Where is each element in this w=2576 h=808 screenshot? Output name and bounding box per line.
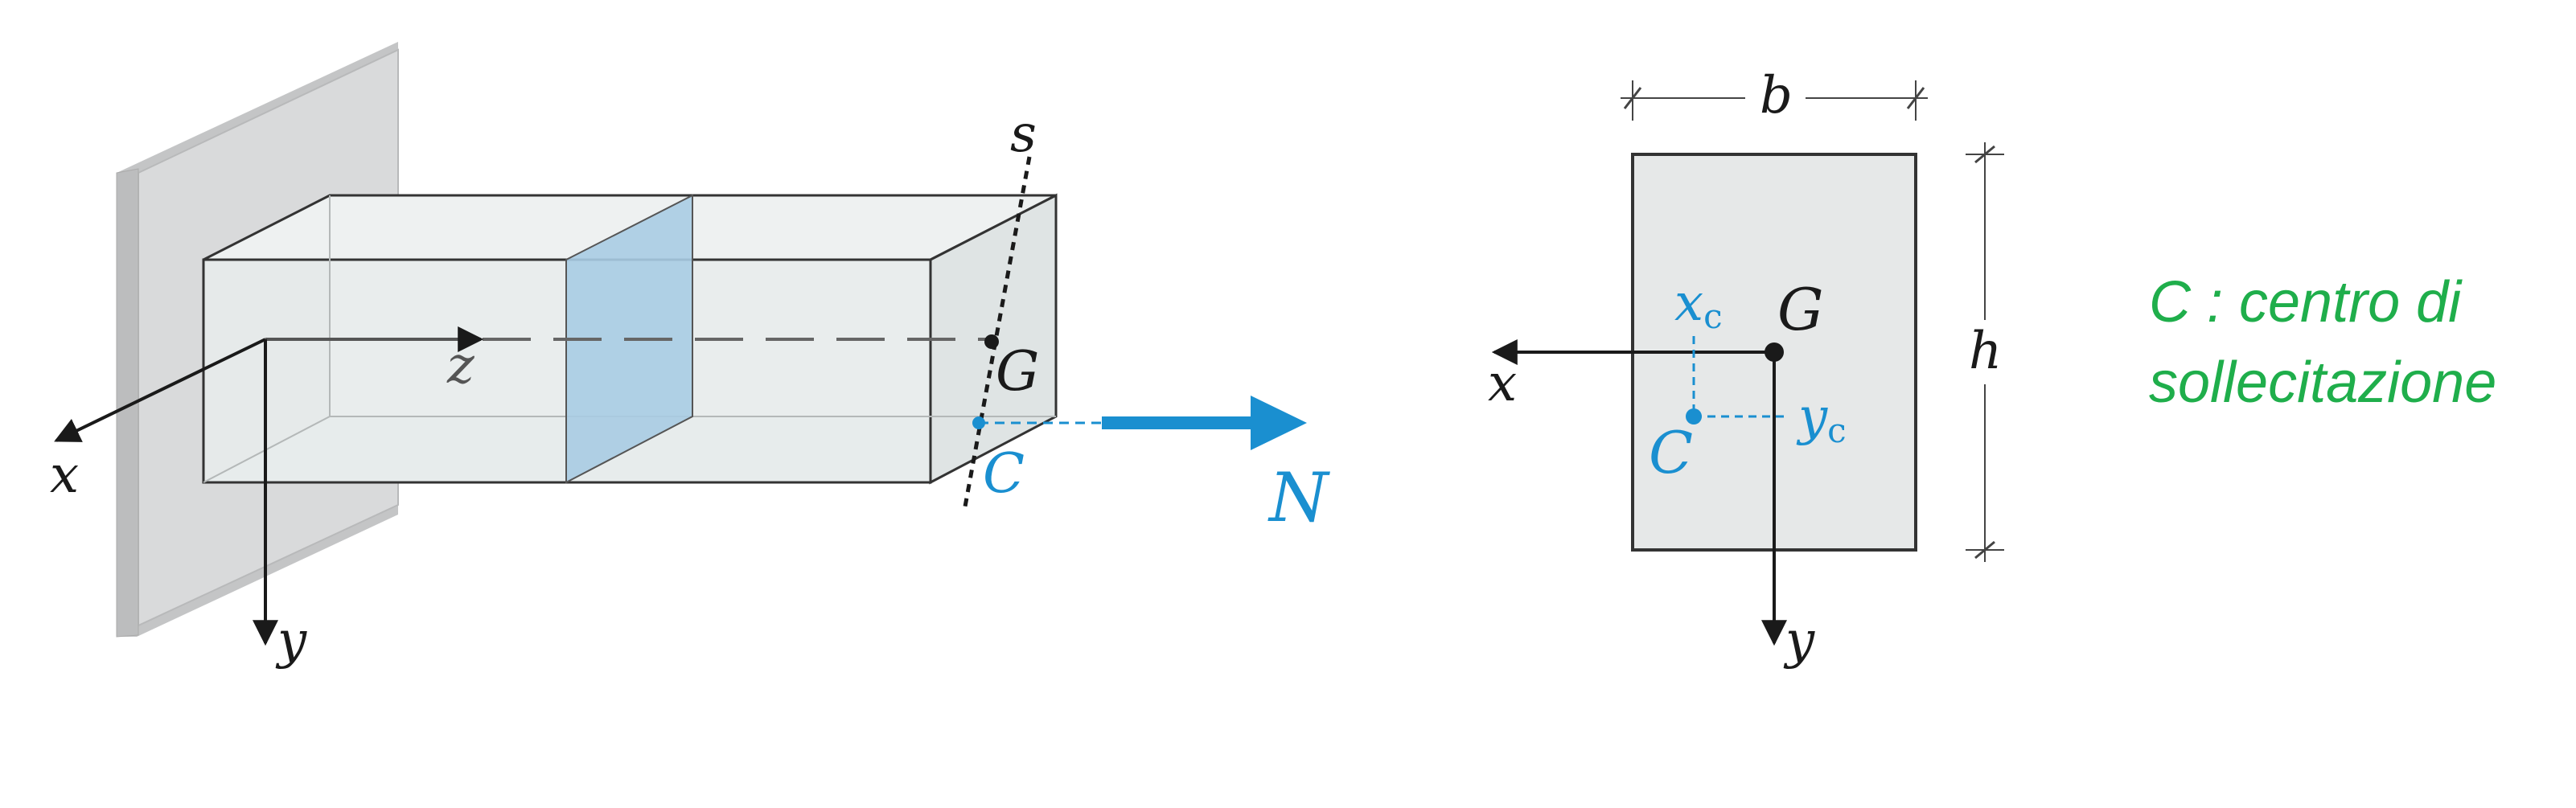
- left-diagram: x y z s G C N: [50, 42, 1330, 671]
- label-c: C: [983, 442, 1025, 506]
- x-axis-arrow: [54, 338, 266, 442]
- section-label-c: C: [1649, 419, 1693, 486]
- section-label-yc: yc: [1796, 388, 1847, 450]
- section-label-x: x: [1488, 354, 1517, 413]
- caption-line-1: C : centro di: [2149, 270, 2463, 334]
- label-z: z: [446, 336, 475, 396]
- caption: C : centro di sollecitazione: [2149, 270, 2496, 415]
- load-line-s: [963, 156, 1032, 507]
- label-b: b: [1760, 66, 1793, 125]
- label-h: h: [1969, 322, 2002, 381]
- caption-line-2: sollecitazione: [2149, 351, 2496, 415]
- label-s: s: [1010, 105, 1037, 164]
- section-centroid-g-point: [1765, 342, 1784, 362]
- centroid-g-point: [984, 334, 999, 349]
- label-n: N: [1267, 458, 1330, 537]
- dimension-b: [1621, 80, 1928, 121]
- section-load-center-c-point: [1686, 408, 1702, 425]
- dimension-h: [1966, 142, 2004, 562]
- section-label-y: y: [1783, 611, 1815, 671]
- right-diagram: b h x y G C xc yc: [1488, 66, 2004, 671]
- force-n-arrow: [1102, 396, 1307, 450]
- label-y: y: [275, 611, 307, 671]
- section-label-xc: xc: [1674, 273, 1723, 336]
- label-x: x: [50, 445, 79, 505]
- load-center-c-point: [972, 416, 985, 429]
- label-g: G: [996, 340, 1039, 404]
- section-label-g: G: [1777, 276, 1824, 343]
